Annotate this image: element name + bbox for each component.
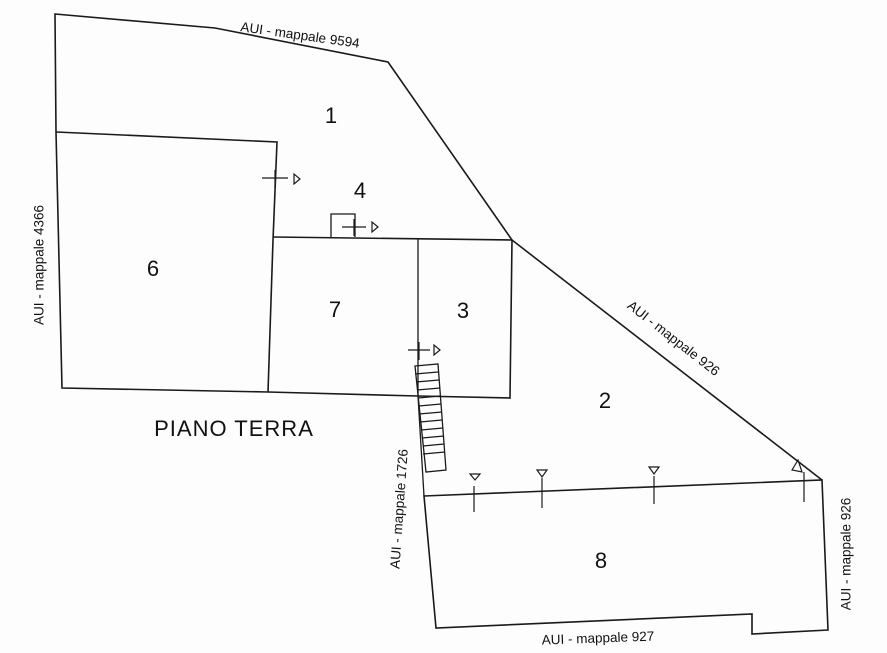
boundary-label-west: AUI - mappale 4366 — [32, 205, 47, 325]
room-6-outline — [55, 131, 278, 393]
room-label-3: 3 — [457, 298, 469, 323]
view-marker-7 — [791, 458, 805, 502]
floor-label: PIANO TERRA — [154, 416, 314, 441]
view-marker-5 — [535, 469, 549, 508]
boundary-label-east: AUI - mappale 926 — [839, 498, 854, 611]
room-label-6: 6 — [147, 256, 159, 281]
room-8-outline — [423, 479, 829, 635]
view-marker-1 — [262, 170, 301, 188]
room-label-4: 4 — [354, 178, 366, 203]
room-label-1: 1 — [325, 103, 337, 128]
room-label-7: 7 — [329, 297, 341, 322]
boundary-label-southwest: AUI - mappale 1726 — [387, 449, 410, 570]
boundary-label-south: AUI - mappale 927 — [541, 629, 654, 648]
outer-boundary-upper — [54, 13, 513, 399]
outer-boundary-northeast — [511, 239, 823, 481]
staircase — [414, 363, 447, 473]
boundary-label-north: AUI - mappale 9594 — [240, 19, 361, 51]
rooms-7-3-top-wall — [272, 236, 513, 241]
niche-room-4 — [330, 213, 356, 237]
room-label-8: 8 — [595, 548, 607, 573]
view-marker-4 — [468, 473, 482, 512]
room-2-west-wall — [417, 395, 425, 497]
view-marker-3 — [408, 342, 441, 360]
view-marker-2 — [342, 219, 379, 236]
room-label-2: 2 — [599, 388, 611, 413]
view-marker-6 — [647, 466, 661, 504]
